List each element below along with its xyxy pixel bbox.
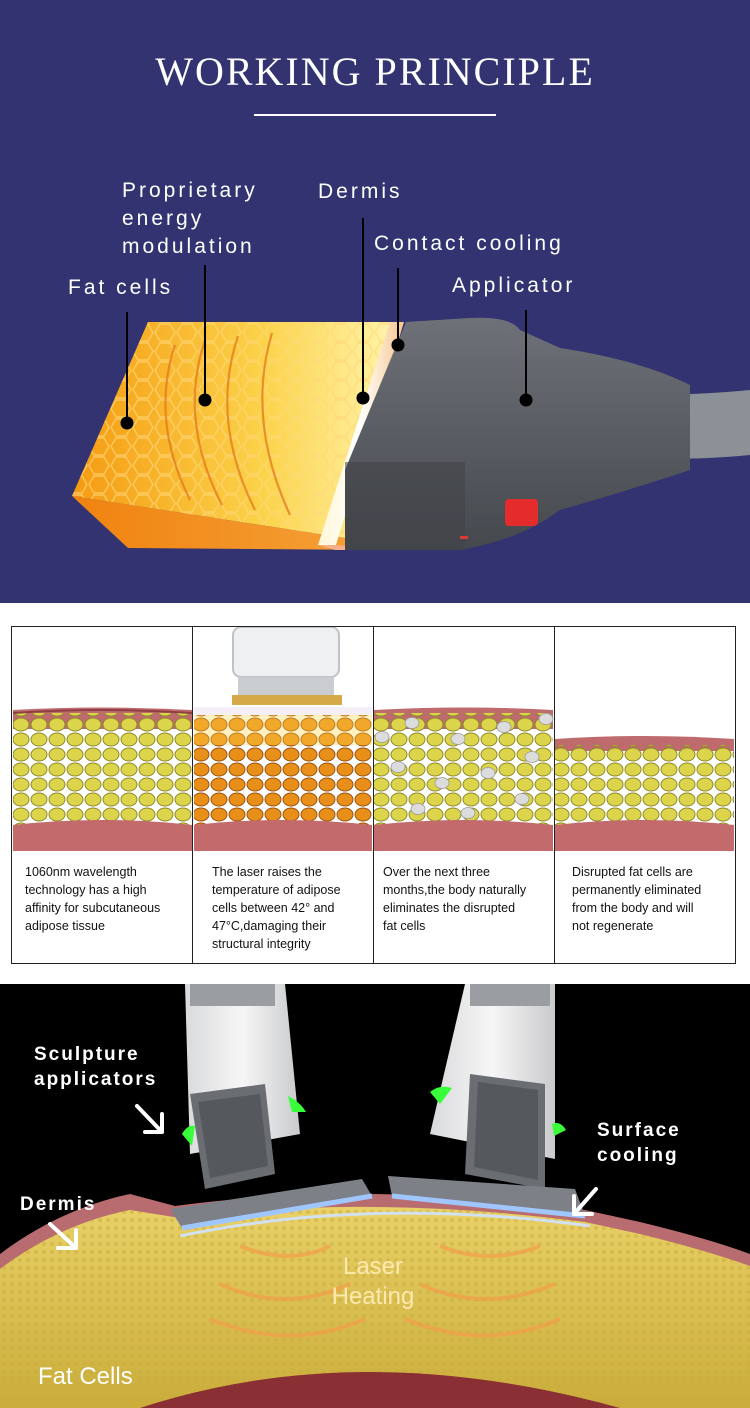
stage-divider bbox=[373, 627, 374, 963]
fat-cells-marker bbox=[120, 416, 134, 430]
dermis-label: Dermis bbox=[318, 180, 403, 203]
arrow-dermis bbox=[48, 1222, 78, 1250]
stage-4-tissue bbox=[555, 736, 734, 851]
stage-divider bbox=[192, 627, 193, 963]
tissue-block-front bbox=[72, 496, 390, 550]
surface-cooling-glow bbox=[179, 1211, 591, 1238]
stage-4-description: Disrupted fat cells are permanently elim… bbox=[572, 865, 702, 933]
laser-heating-label: Laser Heating bbox=[331, 1253, 415, 1310]
stage-3-tissue bbox=[374, 707, 554, 851]
stage-1-tissue bbox=[12, 707, 193, 851]
arrow-surface-cooling bbox=[572, 1187, 598, 1216]
contact-cooling-label: Contact cooling bbox=[374, 232, 564, 255]
stages-illustration bbox=[12, 627, 734, 851]
muscle-layer bbox=[140, 1372, 620, 1408]
stage-1-description: 1060nm wavelength technology has a high … bbox=[25, 865, 161, 933]
sculpture-applicators-label: Sculpture applicators bbox=[34, 1044, 158, 1090]
stage-divider bbox=[554, 627, 555, 963]
treatment-stages-panel: 1060nm wavelength technology has a high … bbox=[11, 626, 736, 964]
dermis-label-bottom: Dermis bbox=[20, 1194, 97, 1215]
applicators-illustration bbox=[0, 984, 750, 1408]
energy-arcs bbox=[164, 332, 291, 516]
working-principle-section: WORKING PRINCIPLE Proprietary energy mod… bbox=[0, 0, 750, 603]
title-underline bbox=[254, 114, 496, 116]
energy-marker bbox=[198, 393, 212, 407]
applicator-label: Applicator bbox=[452, 274, 576, 297]
stage-2-description: The laser raises the temperature of adip… bbox=[212, 865, 341, 951]
page-title: WORKING PRINCIPLE bbox=[155, 49, 595, 94]
applicator-red-button bbox=[505, 499, 538, 526]
left-applicator bbox=[170, 984, 373, 1231]
stage-2-tissue bbox=[194, 627, 372, 851]
proprietary-energy-label: Proprietary energy modulation bbox=[122, 179, 258, 258]
laser-heating-arcs bbox=[209, 1244, 561, 1338]
applicators-section: Sculpture applicators Surface cooling De… bbox=[0, 984, 750, 1408]
applicator-marker bbox=[519, 393, 533, 407]
surface-cooling-label: Surface cooling bbox=[597, 1120, 681, 1166]
working-principle-illustration bbox=[72, 218, 750, 550]
contact-cooling-marker bbox=[391, 338, 405, 352]
right-applicator bbox=[388, 984, 586, 1219]
stage-3-description: Over the next three months,the body natu… bbox=[383, 865, 527, 933]
fat-cells-label-bottom: Fat Cells bbox=[38, 1363, 133, 1390]
dermis-marker bbox=[356, 391, 370, 405]
fat-cells-label: Fat cells bbox=[68, 276, 174, 299]
arrow-sculpture bbox=[135, 1104, 164, 1134]
